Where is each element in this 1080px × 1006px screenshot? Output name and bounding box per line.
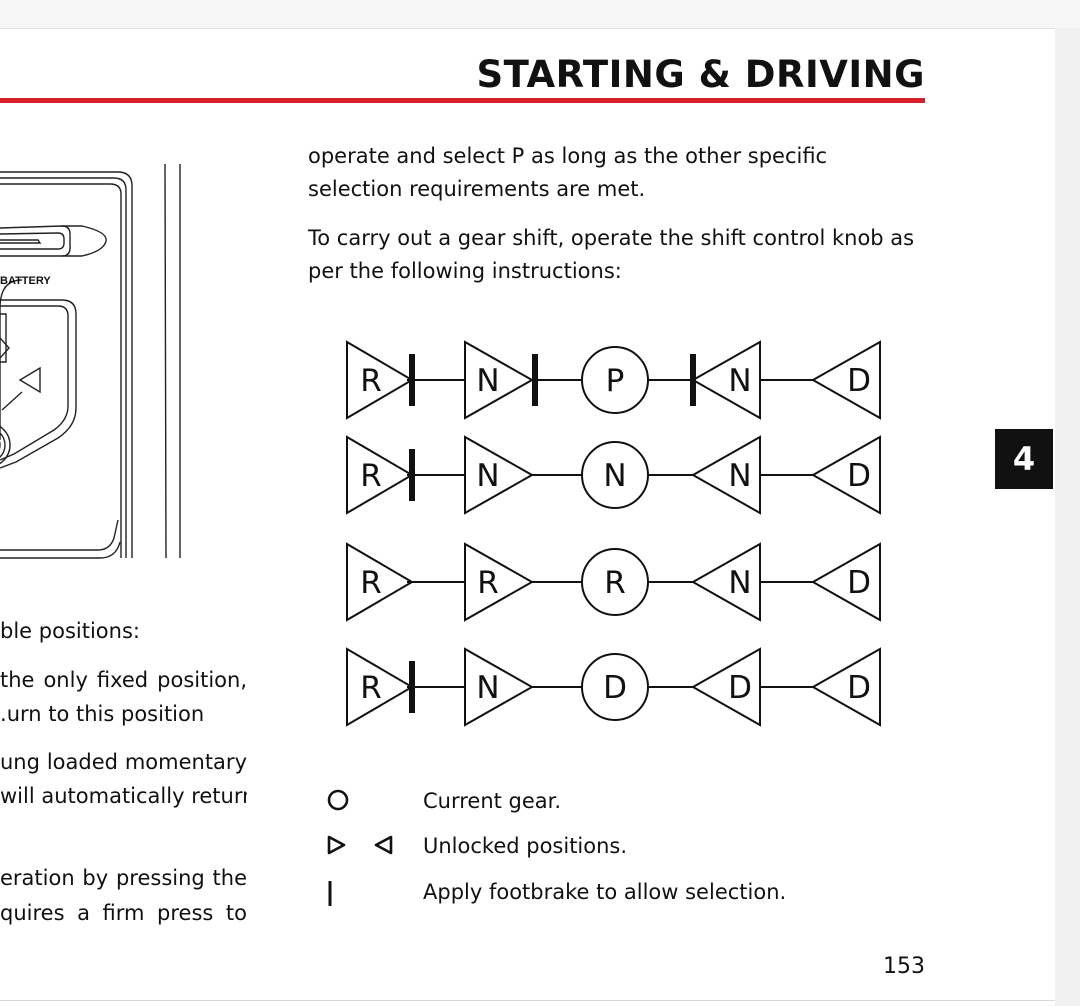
left-column-line: eration by pressing the bbox=[0, 866, 247, 890]
battery-label: BATTERY bbox=[0, 275, 51, 287]
gear-label-n2: N bbox=[728, 458, 751, 494]
gear-label-r: R bbox=[360, 670, 382, 706]
legend-current-gear-text: Current gear. bbox=[423, 789, 562, 813]
gear-n1-triangle bbox=[464, 435, 535, 515]
circle-symbol-icon bbox=[327, 789, 349, 811]
current-gear-circle bbox=[581, 441, 649, 509]
gear-d-triangle bbox=[810, 340, 881, 420]
footbrake-bar bbox=[409, 449, 415, 501]
current-gear-circle bbox=[581, 653, 649, 721]
viewer-right-gutter bbox=[1055, 28, 1080, 1006]
gear-label-n2: D bbox=[728, 670, 752, 706]
gear-r-triangle bbox=[346, 340, 414, 420]
gear-d-triangle bbox=[810, 647, 881, 727]
unlocked-arrows-icon bbox=[327, 835, 393, 855]
current-gear-label: P bbox=[606, 363, 625, 399]
legend-footbrake-text: Apply footbrake to allow selection. bbox=[423, 880, 787, 904]
gear-label-r: R bbox=[360, 363, 382, 399]
footbrake-bar bbox=[409, 661, 415, 713]
left-column-line: the only fixed position, bbox=[0, 668, 247, 692]
gear-r-triangle bbox=[346, 542, 414, 622]
gear-n1-triangle bbox=[464, 340, 535, 420]
page-title: STARTING & DRIVING bbox=[476, 53, 925, 96]
footbrake-bar bbox=[690, 354, 696, 406]
gear-d-triangle bbox=[810, 542, 881, 622]
page-bottom-edge bbox=[0, 1000, 1055, 1001]
current-gear-circle bbox=[581, 346, 649, 414]
legend-unlocked-text: Unlocked positions. bbox=[423, 834, 628, 858]
gear-label-d: D bbox=[847, 670, 871, 706]
current-gear-label: R bbox=[604, 565, 626, 601]
header-red-rule bbox=[0, 98, 925, 103]
left-column-line: urn to this position. bbox=[0, 702, 205, 726]
gear-label-r: R bbox=[360, 458, 382, 494]
gear-n1-triangle bbox=[464, 542, 535, 622]
gear-d-triangle bbox=[810, 435, 881, 515]
section-tab: 4 bbox=[995, 429, 1053, 489]
current-gear-label: N bbox=[603, 458, 626, 494]
footbrake-bar bbox=[532, 354, 538, 406]
body-paragraph: To carry out a gear shift, operate the s… bbox=[308, 226, 915, 283]
gear-label-d: D bbox=[847, 363, 871, 399]
gear-label-n1: R bbox=[477, 565, 499, 601]
gear-label-n1: N bbox=[476, 363, 499, 399]
footbrake-bar bbox=[409, 354, 415, 406]
left-column-line: will automatically return bbox=[0, 784, 247, 808]
body-paragraph: operate and select P as long as the othe… bbox=[308, 144, 828, 201]
viewer-top-band bbox=[0, 0, 1080, 29]
left-column-line: ble positions: bbox=[0, 619, 140, 643]
gear-label-n1: N bbox=[476, 670, 499, 706]
gear-r-triangle bbox=[346, 435, 414, 515]
shift-console-illustration: BATTERY bbox=[0, 163, 181, 559]
gear-label-n2: N bbox=[728, 565, 751, 601]
current-gear-circle bbox=[581, 548, 649, 616]
gear-n2-triangle bbox=[690, 435, 761, 515]
gear-n2-triangle bbox=[690, 542, 761, 622]
gear-label-n2: N bbox=[728, 363, 751, 399]
page-number: 153 bbox=[883, 954, 925, 979]
left-column-line: quires a firm press to bbox=[0, 901, 247, 925]
gear-n2-triangle bbox=[690, 647, 761, 727]
footbrake-bar-icon bbox=[328, 881, 332, 906]
current-gear-label: D bbox=[603, 670, 627, 706]
gear-n2-triangle bbox=[690, 340, 761, 420]
gear-label-n1: N bbox=[476, 458, 499, 494]
gear-n1-triangle bbox=[464, 647, 535, 727]
gear-r-triangle bbox=[346, 647, 414, 727]
left-column-line: ung loaded momentary bbox=[0, 750, 247, 774]
gear-shift-diagram: R N P N D R N N N D R R R N D R N D D D bbox=[346, 340, 881, 727]
gear-label-r: R bbox=[360, 565, 382, 601]
gear-label-d: D bbox=[847, 458, 871, 494]
gear-label-d: D bbox=[847, 565, 871, 601]
